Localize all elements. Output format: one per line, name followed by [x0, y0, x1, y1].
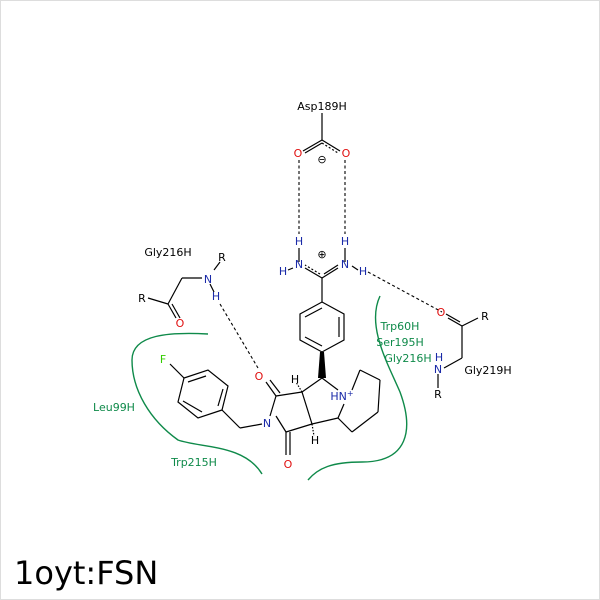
hydrophobic-pocket-arcs — [131, 295, 408, 481]
fluorobenzyl-group — [169, 363, 241, 429]
residue-label-gly216: Gly216H — [144, 246, 191, 259]
atom-f: F — [160, 353, 166, 366]
atom-o-imide-bottom: O — [284, 458, 293, 471]
atom-h-ring-bottom: H — [311, 434, 319, 447]
atom-hn-plus: HN+ — [330, 389, 353, 403]
asp189-carboxylate — [302, 113, 341, 154]
gly216-backbone — [147, 261, 221, 319]
atom-r-gly219-top: R — [481, 310, 489, 323]
pocket-label-trp60: Trp60H — [380, 320, 420, 333]
atom-h-amidine-left-top: H — [295, 235, 303, 248]
amidinium-group — [287, 248, 359, 302]
atom-r-gly219-bottom: R — [434, 388, 442, 401]
atom-r-gly216-left: R — [138, 292, 146, 305]
atom-h-ring-top: H — [291, 373, 299, 386]
phenyl-ring — [299, 301, 345, 378]
atom-n-gly219: N — [434, 363, 442, 376]
atom-o-asp-right: O — [342, 147, 351, 160]
atom-h-gly219: H — [435, 351, 443, 364]
atom-o-gly219: O — [437, 306, 446, 319]
page-title: 1oyt:FSN — [14, 554, 158, 592]
pocket-label-gly216: Gly216H — [384, 352, 431, 365]
atom-n-amidine-left: N — [295, 258, 303, 271]
atom-n-imide: N — [263, 417, 271, 430]
positive-charge-icon: ⊕ — [317, 248, 326, 261]
atom-n-gly216: N — [204, 273, 212, 286]
pocket-label-ser195: Ser195H — [376, 336, 424, 349]
atom-h-amidine-left: H — [279, 265, 287, 278]
residue-label-asp189: Asp189H — [297, 100, 347, 113]
gly219-backbone — [437, 313, 479, 388]
atom-o-imide-top: O — [255, 370, 264, 383]
atom-h-amidine-right: H — [359, 265, 367, 278]
pocket-label-leu99: Leu99H — [93, 401, 135, 414]
pocket-label-trp215: Trp215H — [170, 456, 217, 469]
atom-o-asp-left: O — [294, 147, 303, 160]
residue-label-gly219: Gly219H — [464, 364, 511, 377]
atom-n-amidine-right: N — [341, 258, 349, 271]
atom-h-gly216: H — [212, 290, 220, 303]
tricyclic-core — [239, 369, 381, 455]
atom-h-amidine-right-top: H — [341, 235, 349, 248]
atom-r-gly216-top: R — [218, 251, 226, 264]
atom-o-gly216: O — [176, 317, 185, 330]
hydrogen-bonds — [219, 160, 443, 369]
negative-charge-icon: ⊖ — [317, 153, 326, 166]
